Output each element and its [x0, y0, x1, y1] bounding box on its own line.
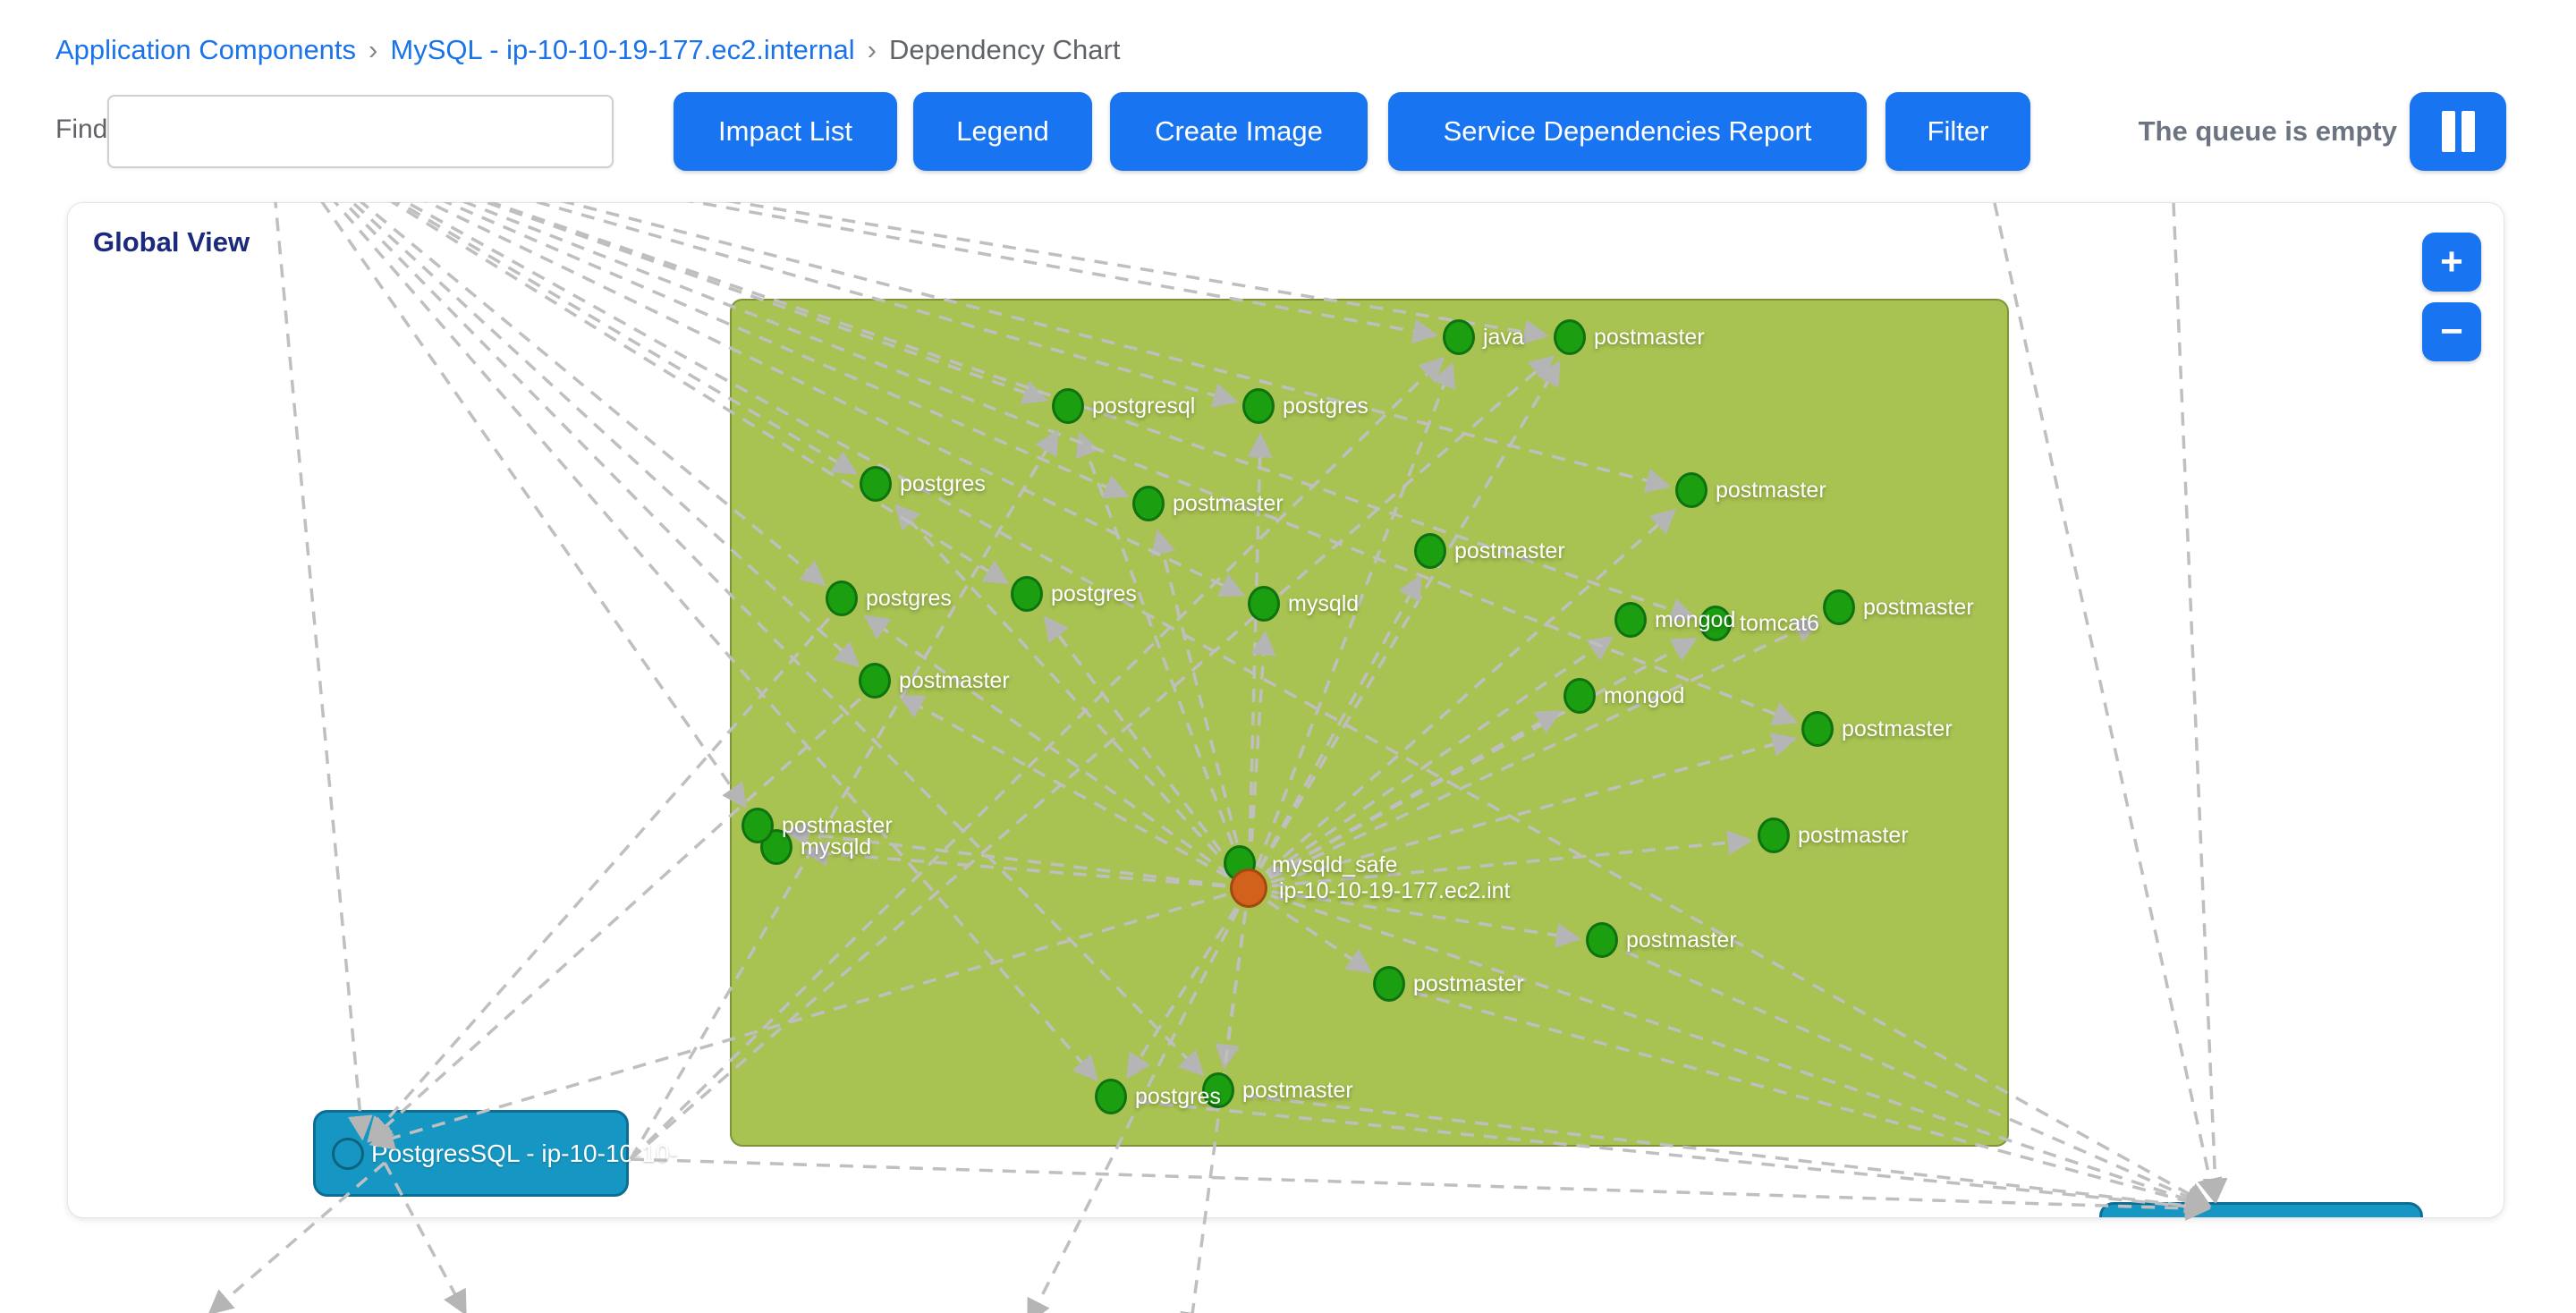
- process-node-label: postgres: [900, 470, 986, 496]
- process-node-icon: [1373, 966, 1405, 1002]
- process-node-label: postmaster: [1842, 716, 1953, 741]
- breadcrumb-separator: ›: [867, 34, 877, 65]
- create-image-button[interactable]: Create Image: [1110, 92, 1368, 171]
- graph-node-postmaster[interactable]: postmaster: [859, 663, 1010, 699]
- process-node-label: postmaster: [1242, 1077, 1353, 1103]
- graph-node-mysqld[interactable]: mysqld: [1248, 586, 1359, 622]
- process-node-label: postgres: [1135, 1083, 1221, 1109]
- process-node-label: tomcat6: [1740, 610, 1819, 636]
- graph-node-postmaster[interactable]: postmaster: [1414, 533, 1565, 569]
- graph-node-postmaster[interactable]: postmaster: [1373, 966, 1524, 1002]
- pause-icon: [2461, 111, 2475, 152]
- component-circle-icon: [332, 1137, 364, 1170]
- global-view-title: Global View: [93, 226, 250, 258]
- process-node-label: mysqld: [1288, 590, 1360, 616]
- process-node-icon: [1132, 486, 1165, 521]
- process-node-label: postmaster: [782, 812, 893, 838]
- process-node-icon: [1758, 817, 1790, 853]
- process-node-label: postmaster: [1413, 970, 1524, 996]
- process-node-label: postmaster: [1626, 927, 1737, 953]
- graph-node-postmaster[interactable]: postmaster: [1823, 589, 1974, 625]
- process-node-icon: [1242, 388, 1275, 424]
- process-node-icon: [1614, 602, 1647, 638]
- legend-button[interactable]: Legend: [913, 92, 1092, 171]
- process-node-icon: [1563, 678, 1596, 714]
- dependency-chart-card: Global View PostgresSQL - ip-10-10-10- +…: [67, 202, 2504, 1218]
- process-node-label: postgres: [1283, 393, 1368, 419]
- process-node-label: postmaster: [1716, 477, 1826, 503]
- process-node-label: postmaster: [1594, 324, 1705, 350]
- process-node-label: java: [1483, 324, 1524, 350]
- graph-node-postgres[interactable]: postgres: [1011, 576, 1137, 612]
- process-node-label: postmaster: [899, 667, 1010, 693]
- process-node-icon: [1443, 319, 1475, 355]
- breadcrumb-separator: ›: [369, 34, 378, 65]
- zoom-out-button[interactable]: −: [2422, 302, 2481, 361]
- graph-node-postmaster[interactable]: postmaster: [1132, 486, 1284, 521]
- process-node-icon: [1414, 533, 1446, 569]
- process-node-icon: [1011, 576, 1043, 612]
- graph-node-postgres[interactable]: postgres: [1095, 1079, 1221, 1114]
- process-node-label: mongod: [1604, 682, 1685, 708]
- selected-node-mysqld-safe[interactable]: [1230, 868, 1267, 908]
- process-node-icon: [859, 663, 891, 699]
- graph-node-postgresql[interactable]: postgresql: [1052, 388, 1195, 424]
- process-node-label: mongod: [1655, 606, 1736, 632]
- graph-node-java[interactable]: java: [1443, 319, 1524, 355]
- process-node-label: postmaster: [1798, 822, 1909, 848]
- impact-list-button[interactable]: Impact List: [674, 92, 897, 171]
- find-label: Find: [55, 114, 108, 144]
- breadcrumb-current-dependency-chart: Dependency Chart: [888, 34, 1121, 65]
- find-input[interactable]: [107, 95, 614, 168]
- service-dependencies-report-button[interactable]: Service Dependencies Report: [1388, 92, 1867, 171]
- graph-node-postgres[interactable]: postgres: [860, 466, 986, 502]
- process-node-icon: [1052, 388, 1084, 424]
- queue-pause-button[interactable]: [2410, 92, 2506, 171]
- external-component-clipped[interactable]: [2099, 1202, 2423, 1217]
- external-component-postgressql[interactable]: PostgresSQL - ip-10-10-10-: [313, 1110, 678, 1197]
- filter-button[interactable]: Filter: [1885, 92, 2030, 171]
- graph-node-postmaster[interactable]: postmaster: [1675, 472, 1826, 508]
- pause-icon: [2441, 111, 2455, 152]
- process-node-label: postgres: [866, 585, 952, 611]
- process-node-label: postmaster: [1173, 490, 1284, 516]
- graph-node-mongod[interactable]: mongod: [1614, 602, 1735, 638]
- graph-node-postmaster[interactable]: postmaster: [1758, 817, 1909, 853]
- process-node-icon: [1248, 586, 1280, 622]
- process-node-icon: [1554, 319, 1586, 355]
- breadcrumb-link-application-components[interactable]: Application Components: [55, 34, 357, 65]
- graph-node-mongod[interactable]: mongod: [1563, 678, 1684, 714]
- external-component-label: PostgresSQL - ip-10-10-10-: [371, 1139, 678, 1167]
- process-node-label: postgresql: [1092, 393, 1196, 419]
- process-node-icon: [826, 580, 858, 616]
- process-node-icon: [1586, 922, 1618, 958]
- process-node-label: postmaster: [1863, 594, 1974, 620]
- process-node-label: postgres: [1051, 580, 1137, 606]
- graph-node-postmaster[interactable]: postmaster: [1202, 1072, 1353, 1108]
- graph-node-postmaster[interactable]: postmaster: [1801, 711, 1953, 747]
- queue-status-text: The queue is empty: [2138, 115, 2397, 147]
- graph-node-postgres[interactable]: postgres: [826, 580, 952, 616]
- process-node-icon: [741, 808, 774, 843]
- process-node-icon: [1675, 472, 1707, 508]
- process-node-label: postmaster: [1454, 538, 1565, 563]
- process-node-icon: [1801, 711, 1834, 747]
- breadcrumb: Application Components › MySQL - ip-10-1…: [55, 34, 1120, 66]
- graph-node-postgres[interactable]: postgres: [1242, 388, 1368, 424]
- breadcrumb-link-mysql-host[interactable]: MySQL - ip-10-10-19-177.ec2.internal: [390, 34, 855, 65]
- zoom-in-button[interactable]: +: [2422, 233, 2481, 292]
- process-node-icon: [1095, 1079, 1127, 1114]
- graph-node-postmaster[interactable]: postmaster: [1586, 922, 1737, 958]
- graph-node-postmaster[interactable]: postmaster: [741, 808, 893, 843]
- process-node-icon: [1823, 589, 1855, 625]
- process-node-icon: [860, 466, 892, 502]
- graph-node-postmaster[interactable]: postmaster: [1554, 319, 1705, 355]
